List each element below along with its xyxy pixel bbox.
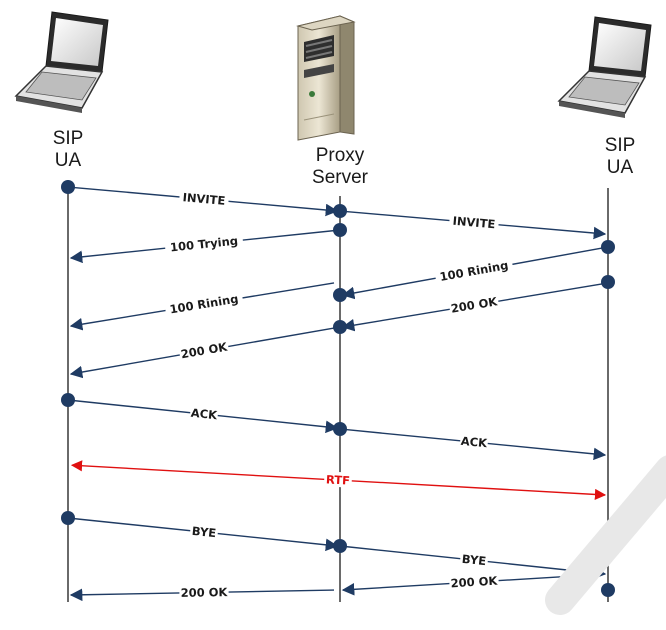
message-label: 100 Trying — [169, 234, 238, 255]
message-label-bg — [323, 471, 353, 488]
messages: INVITE INVITE 100 Trying 100 Rining 100 Rini… — [61, 180, 615, 602]
laptop-icon — [557, 16, 652, 118]
message-label: ACK — [460, 434, 489, 451]
message-label-bg — [189, 404, 219, 423]
message-label-bg — [459, 550, 489, 569]
message-dot — [333, 204, 347, 218]
message-label: INVITE — [182, 190, 226, 208]
server-icon — [296, 15, 356, 141]
message-label: BYE — [191, 524, 217, 540]
entity-label-line2: UA — [54, 150, 82, 171]
sequence-diagram: INVITE INVITE 100 Trying 100 Rining 100 Rini… — [14, 11, 652, 602]
entity-label-line1: SIP — [604, 135, 636, 156]
message-label-bg — [178, 188, 230, 209]
message-label: 200 OK — [450, 294, 499, 316]
watermark — [545, 455, 666, 615]
entity-label-ua-left: SIP UA — [28, 128, 108, 172]
message-dot — [333, 320, 347, 334]
message-dot — [61, 511, 75, 525]
entity-label-line2: Server — [312, 167, 368, 188]
message-label-bg — [459, 432, 489, 451]
entity-label-line2: UA — [606, 157, 634, 178]
message-label: 200 OK — [181, 585, 229, 600]
message-dot — [61, 393, 75, 407]
laptop-icon — [14, 11, 109, 113]
message-label-bg — [434, 256, 514, 285]
message-dot — [333, 223, 347, 237]
message-label-bg — [189, 522, 219, 541]
message-label-bg — [164, 289, 244, 318]
message-label-bg — [448, 212, 500, 232]
message-dot — [601, 240, 615, 254]
message-label-bg — [164, 232, 244, 255]
entity-label-line1: SIP — [52, 128, 84, 149]
message-label-bg — [178, 338, 230, 362]
message-label: 100 Rining — [169, 292, 240, 317]
message-label: 200 OK — [180, 339, 229, 361]
message-label: 100 Rining — [439, 258, 510, 284]
message-dot — [333, 288, 347, 302]
message-dot — [333, 422, 347, 436]
message-label-bg — [448, 293, 500, 316]
message-label: RTF — [326, 472, 351, 487]
message-dot — [333, 539, 347, 553]
message-label: 200 OK — [450, 574, 499, 591]
message-label-bg — [179, 584, 229, 600]
entity-label-ua-right: SIP UA — [580, 135, 660, 179]
message-dot — [601, 275, 615, 289]
message-label: BYE — [461, 552, 487, 568]
entity-label-line1: Proxy — [315, 145, 365, 166]
entity-label-proxy: Proxy Server — [300, 145, 380, 189]
message-label: INVITE — [452, 214, 496, 232]
message-dot — [61, 180, 75, 194]
message-label: ACK — [190, 406, 219, 423]
message-dot — [601, 583, 615, 597]
message-label-bg — [448, 572, 499, 591]
